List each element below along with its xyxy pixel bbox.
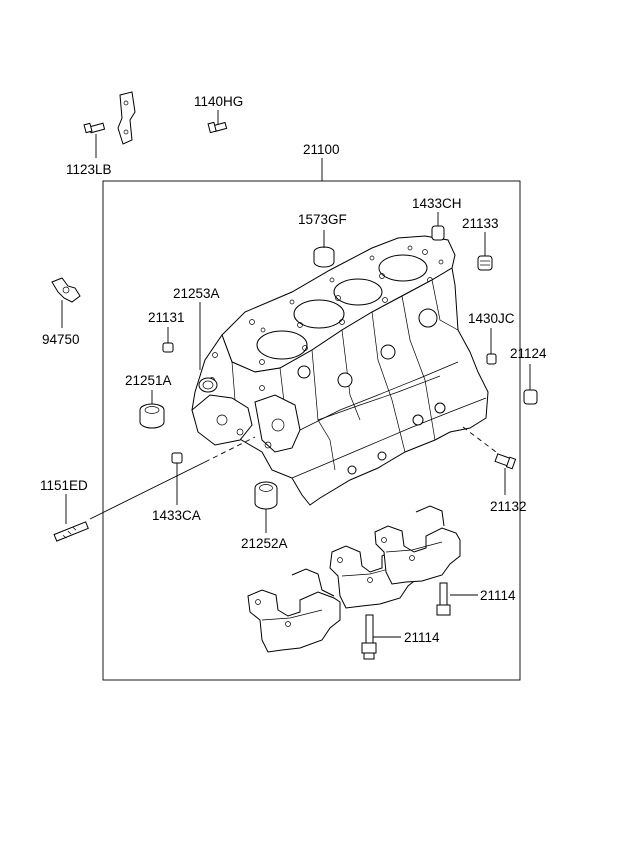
bolt-21114-upper-icon [436,582,451,616]
label-21132: 21132 [490,499,527,514]
plug-21124-icon [523,389,538,405]
bearing-caps-icon [247,505,461,653]
bushing-21252A-icon [254,481,278,510]
plug-1573GF-icon [313,246,335,268]
plug-1433CA-icon [171,452,183,464]
plug-21132-icon [494,453,517,470]
label-1430JC: 1430JC [468,311,515,326]
seal-21253A-icon [198,377,218,393]
label-21131: 21131 [148,310,185,325]
plug-1433CH-icon [431,225,445,241]
bushing-21251A-icon [139,403,165,429]
label-21114-lower: 21114 [404,630,440,645]
label-1151ED: 1151ED [40,478,88,493]
sensor-94750-icon [51,277,81,303]
dowel-21133-icon [477,255,493,271]
label-1140HG: 1140HG [194,94,243,109]
cylinder-block-icon [191,235,489,506]
label-21253A: 21253A [173,286,220,301]
bolt-1140HG-icon [207,121,228,134]
stud-1151ED-icon [53,521,89,542]
label-21133: 21133 [462,216,499,231]
deck-bolt-holes [249,245,444,365]
label-21252A: 21252A [241,536,288,551]
label-1433CA: 1433CA [152,508,201,523]
label-21100: 21100 [303,142,340,157]
label-21124: 21124 [510,346,547,361]
plug-1430JC-icon [486,353,497,365]
label-94750: 94750 [42,332,80,347]
label-1573GF: 1573GF [298,212,347,227]
assembly-frame [102,180,521,681]
bolt-21114-lower-icon [361,614,377,660]
label-1123LB: 1123LB [66,162,112,177]
label-21114-upper: 21114 [480,588,516,603]
label-1433CH: 1433CH [412,196,462,211]
bracket-icon [117,91,136,145]
label-21251A: 21251A [125,373,172,388]
pin-21131-icon [162,342,174,353]
bolt-1123LB-icon [83,122,106,134]
